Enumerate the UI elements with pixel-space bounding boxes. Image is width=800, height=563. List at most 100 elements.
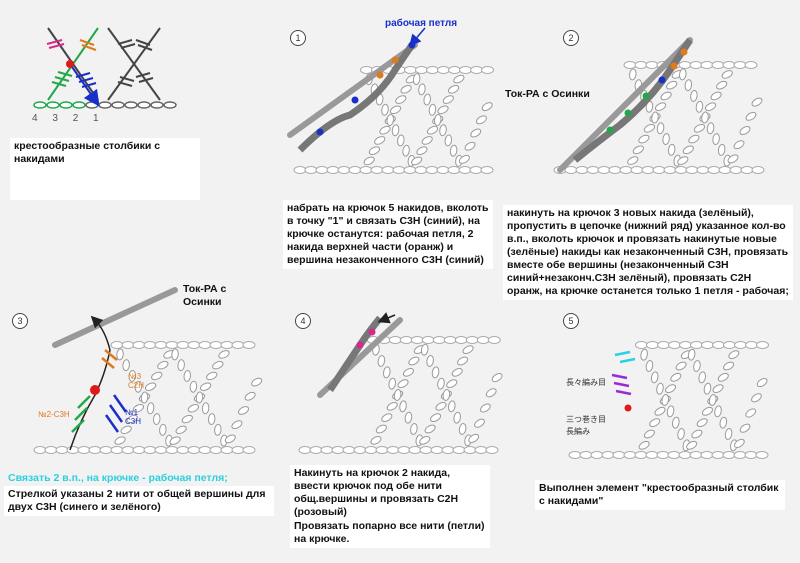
stitch-loop xyxy=(719,416,728,429)
chain-loop xyxy=(220,446,234,454)
top-loop xyxy=(701,341,714,349)
chain-loop xyxy=(634,451,648,459)
stitch-loop xyxy=(399,400,407,413)
step5-label-jp1: 長々編み目 xyxy=(566,378,606,387)
top-loop xyxy=(437,66,450,74)
stitch-loop xyxy=(724,428,733,440)
stitch-loop xyxy=(684,79,693,92)
stitch-loop xyxy=(395,95,407,104)
chain-loop xyxy=(309,446,323,454)
stitch-loop xyxy=(654,102,667,112)
stitch-loop xyxy=(688,134,700,144)
stitch-loop xyxy=(645,100,654,113)
top-loop xyxy=(404,66,417,74)
step3-label-c3h-2: №2-С3Н xyxy=(38,410,70,419)
stitch-loop xyxy=(670,372,682,382)
stitch-loop xyxy=(638,440,650,450)
chain-loop xyxy=(348,166,362,174)
chain-loop xyxy=(755,451,769,459)
chain-loop xyxy=(386,446,400,454)
chain-loop xyxy=(568,451,582,459)
step4-text: Накинуть на крючок 2 накида, ввести крюч… xyxy=(290,465,490,521)
stitch-loop xyxy=(727,154,739,164)
chain-loop xyxy=(707,166,721,174)
step1-fabric xyxy=(293,66,494,174)
chain-loop xyxy=(579,451,593,459)
chain-loop xyxy=(441,446,455,454)
stitch-loop xyxy=(475,115,487,125)
top-loop xyxy=(443,336,457,344)
chain-number: 3 xyxy=(52,113,64,124)
stitch-loop xyxy=(656,382,664,395)
stitch-loop xyxy=(721,70,733,79)
chain-loop xyxy=(99,446,113,454)
stitch-loop xyxy=(714,405,722,418)
top-loop xyxy=(723,341,736,349)
step3-hook xyxy=(52,287,178,451)
stitch-loop xyxy=(712,384,724,394)
chain-number: 1 xyxy=(93,113,105,124)
top-loop xyxy=(432,336,446,344)
stitch-loop xyxy=(651,111,659,124)
stitch-loop xyxy=(195,391,204,404)
chain-loop xyxy=(231,446,245,454)
stitch-loop xyxy=(177,359,185,372)
chain-loop xyxy=(729,166,743,174)
chain-loop xyxy=(480,166,494,174)
stitch-loop xyxy=(474,418,485,428)
chain-loop xyxy=(88,446,102,454)
stitch-loop xyxy=(712,133,720,146)
chain-loop xyxy=(564,166,578,174)
stitch-loop xyxy=(231,420,243,430)
top-loop xyxy=(220,341,234,349)
top-loop xyxy=(388,336,402,344)
top-loop xyxy=(487,336,501,344)
chain-loop xyxy=(33,446,47,454)
chain-loop xyxy=(381,166,395,174)
stitch-loop xyxy=(431,366,440,379)
stitch-loop xyxy=(751,393,762,403)
stitch-loop xyxy=(458,423,467,435)
step2-number: 2 xyxy=(563,30,579,46)
top-loop xyxy=(690,341,703,349)
stitch-loop xyxy=(189,380,198,393)
chain-loop xyxy=(397,446,411,454)
chain-loop xyxy=(298,446,312,454)
stitch-loop xyxy=(695,100,704,113)
chain-loop xyxy=(342,446,356,454)
stitch-loop xyxy=(383,366,391,379)
top-loop xyxy=(635,341,648,349)
stitch-loop xyxy=(661,394,670,406)
stitch-loop xyxy=(140,391,149,404)
stitch-loop xyxy=(751,97,763,107)
stitch-loop xyxy=(183,369,192,382)
step4-number: 4 xyxy=(295,313,311,329)
top-loop xyxy=(110,341,124,349)
stitch-loop xyxy=(126,414,138,424)
legend-chain-numbers: 4 3 2 1 xyxy=(32,113,105,124)
stitch-loop xyxy=(453,411,461,424)
chain-loop xyxy=(612,451,626,459)
stitch-loop xyxy=(706,122,715,135)
top-loop xyxy=(360,66,373,74)
stitch-loop xyxy=(485,388,497,398)
stitch-loop xyxy=(665,384,677,394)
stitch-loop xyxy=(745,408,757,418)
stitch-loop xyxy=(723,361,735,371)
top-loop xyxy=(448,66,461,74)
stitch-loop xyxy=(428,103,437,116)
top-loop xyxy=(711,61,725,69)
chain-loop xyxy=(645,451,659,459)
stitch-loop xyxy=(418,83,426,96)
chain-loop xyxy=(293,166,307,174)
stitch-loop xyxy=(199,382,212,391)
stitch-loop xyxy=(703,382,712,395)
top-loop xyxy=(689,61,703,69)
chain-loop xyxy=(452,446,466,454)
chain-loop xyxy=(436,166,450,174)
chain-loop xyxy=(463,446,477,454)
top-loop xyxy=(121,341,135,349)
chain-loop xyxy=(121,446,135,454)
stitch-loop xyxy=(404,411,413,424)
